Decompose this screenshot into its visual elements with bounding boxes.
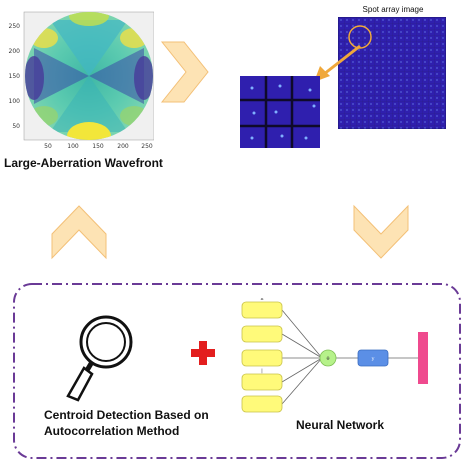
wavefront-caption: Large-Aberration Wavefront xyxy=(4,156,163,170)
wavefront-y-tick: 200 xyxy=(9,48,21,55)
detection-caption-line1: Centroid Detection Based on xyxy=(44,408,209,422)
neural-network-diagram: h | θ y xyxy=(236,296,450,414)
zoom-circle xyxy=(348,25,372,49)
wavefront-plot: 250 200 150 100 50 50 100 150 200 250 xyxy=(4,8,155,150)
method-box xyxy=(12,282,462,460)
input-node xyxy=(241,301,283,319)
network-caption: Neural Network xyxy=(296,418,385,432)
wavefront-y-tick: 250 xyxy=(9,23,21,30)
spot-array-title: Spot array image xyxy=(362,5,424,14)
wavefront-y-tick: 150 xyxy=(9,73,21,80)
wavefront-x-tick: 100 xyxy=(67,143,79,150)
hidden-node xyxy=(319,349,337,367)
wavefront-x-tick: 150 xyxy=(92,143,104,150)
wavefront-y-tick: 50 xyxy=(12,123,20,130)
wavefront-x-tick: 250 xyxy=(141,143,153,150)
input-node xyxy=(241,325,283,343)
chevron-right-arrow xyxy=(160,40,210,104)
magnifier-icon xyxy=(60,310,140,402)
zoomed-spot-image xyxy=(240,76,320,148)
input-node xyxy=(241,373,283,391)
plus-icon xyxy=(190,340,216,366)
wavefront-y-tick: 100 xyxy=(9,98,21,105)
chevron-down-arrow xyxy=(352,204,410,260)
input-node xyxy=(241,349,283,367)
input-label: h xyxy=(260,298,264,302)
hidden-label: θ xyxy=(326,356,329,362)
output-bar xyxy=(418,332,428,384)
output-label: y xyxy=(371,356,375,362)
chevron-up-arrow xyxy=(50,204,108,260)
input-label: | xyxy=(261,368,263,374)
detection-caption-line2: Autocorrelation Method xyxy=(44,424,180,438)
input-node xyxy=(241,395,283,413)
wavefront-x-tick: 200 xyxy=(117,143,129,150)
output-node xyxy=(357,349,389,367)
wavefront-x-tick: 50 xyxy=(44,143,52,150)
